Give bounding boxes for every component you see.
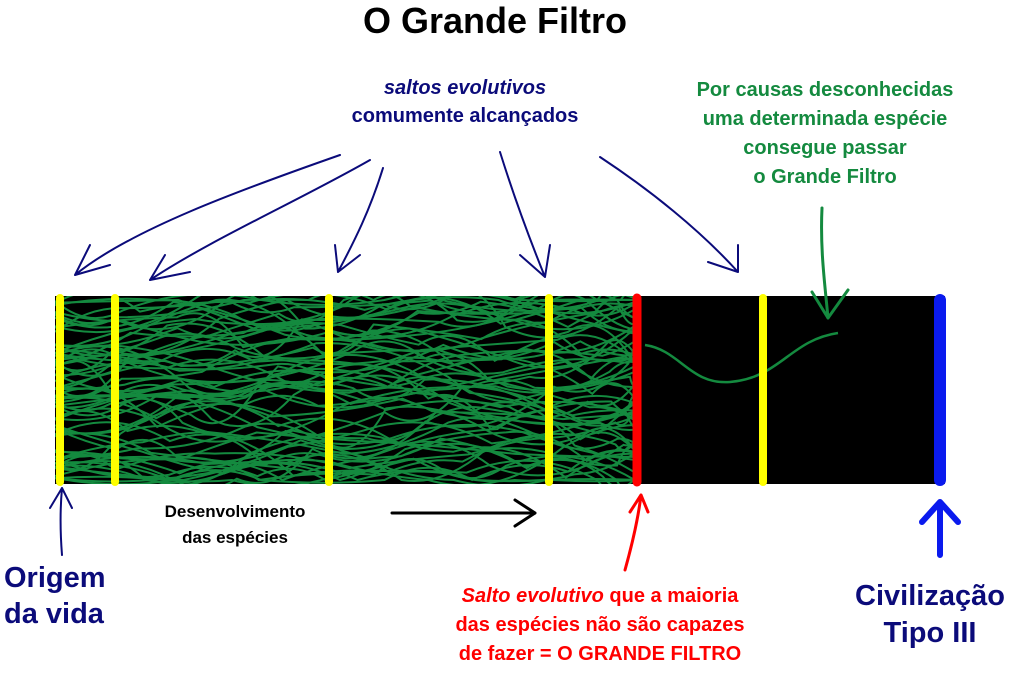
species-strand bbox=[55, 430, 641, 484]
species-strand bbox=[55, 384, 641, 458]
survivor-label: Por causas desconhecidas uma determinada… bbox=[655, 76, 995, 192]
great-filter-line3: de fazer = O GRANDE FILTRO bbox=[458, 643, 742, 665]
species-strand bbox=[55, 360, 641, 421]
development-line2: das espécies bbox=[182, 528, 288, 547]
filter-arrow bbox=[623, 493, 650, 572]
species-strand bbox=[55, 376, 641, 425]
development-label: Desenvolvimento das espécies bbox=[120, 499, 350, 551]
species-strand bbox=[55, 322, 641, 366]
survivor-arrow bbox=[810, 206, 850, 320]
species-strand bbox=[55, 448, 641, 483]
arrow-to-step-3 bbox=[334, 167, 384, 273]
species-strand bbox=[55, 337, 641, 428]
type-iii-line1: Civilização bbox=[855, 580, 1005, 612]
species-strand bbox=[55, 296, 641, 334]
species-strand bbox=[55, 430, 641, 482]
arrow-to-step-1 bbox=[74, 154, 341, 276]
type-iii-line2: Tipo III bbox=[883, 617, 977, 649]
great-filter-italic: Salto evolutivo bbox=[461, 585, 604, 607]
common-steps-line2: comumente alcançados bbox=[351, 105, 579, 127]
diagram-title: O Grande Filtro bbox=[362, 0, 628, 41]
great-filter-label: Salto evolutivo que a maioria das espéci… bbox=[410, 582, 790, 669]
species-strand bbox=[55, 394, 641, 458]
species-strand bbox=[55, 427, 641, 461]
type-iii-label: Civilização Tipo III bbox=[830, 578, 1021, 652]
origin-label: Origem da vida bbox=[4, 560, 106, 632]
species-strand bbox=[55, 296, 641, 367]
development-line1: Desenvolvimento bbox=[164, 502, 306, 521]
arrow-to-step-2 bbox=[149, 159, 371, 281]
surviving-species-strand bbox=[644, 331, 839, 384]
species-strand bbox=[55, 402, 641, 471]
great-filter-line2: das espécies não são capazes bbox=[455, 614, 745, 636]
great-filter-line1-rest: que a maioria bbox=[603, 585, 739, 607]
species-strand bbox=[55, 296, 641, 404]
species-strand bbox=[55, 298, 641, 407]
origin-arrow bbox=[49, 487, 73, 556]
species-strand bbox=[55, 344, 641, 477]
development-arrow bbox=[390, 498, 537, 528]
survivor-line2: uma determinada espécie bbox=[702, 108, 948, 130]
origin-line2: da vida bbox=[4, 598, 104, 630]
species-strand bbox=[55, 296, 641, 333]
species-strand bbox=[55, 324, 641, 375]
arrow-to-step-5 bbox=[599, 156, 739, 273]
type-iii-arrow bbox=[919, 499, 961, 558]
species-strand bbox=[55, 423, 641, 470]
species-strand bbox=[55, 340, 641, 391]
origin-line1: Origem bbox=[4, 562, 106, 594]
common-steps-label: saltos evolutivos comumente alcançados bbox=[300, 74, 630, 130]
survivor-line3: consegue passar bbox=[743, 137, 907, 159]
common-steps-line1: saltos evolutivos bbox=[383, 77, 547, 99]
species-strand bbox=[55, 296, 641, 339]
survivor-line1: Por causas desconhecidas bbox=[696, 79, 954, 101]
species-strand bbox=[55, 459, 641, 484]
survivor-line4: o Grande Filtro bbox=[753, 166, 897, 188]
species-strand bbox=[55, 321, 641, 384]
species-strand bbox=[55, 339, 641, 408]
arrow-to-step-4 bbox=[499, 151, 551, 278]
species-strand bbox=[55, 396, 641, 450]
